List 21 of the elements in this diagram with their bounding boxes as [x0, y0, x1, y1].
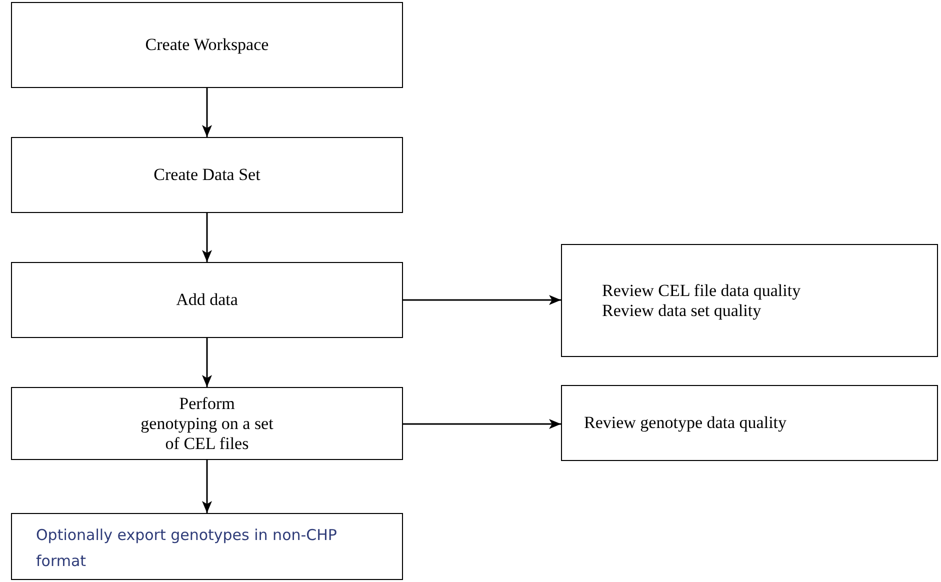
box-text: Add data: [176, 290, 238, 310]
arrow: [202, 88, 212, 137]
process-box: [11, 387, 403, 460]
box-text: Review genotype data quality: [584, 413, 787, 433]
process-box: [11, 2, 403, 88]
arrow: [202, 460, 212, 513]
process-box: [561, 244, 938, 357]
arrow: [202, 338, 212, 387]
box-text: Review CEL file data quality: [602, 280, 801, 300]
arrow: [202, 213, 212, 262]
box-text: Perform genotyping on a set of CEL files: [140, 394, 274, 454]
process-box: [561, 385, 938, 461]
box-text: Optionally export genotypes in non-CHP format: [36, 525, 338, 572]
arrow: [403, 419, 561, 429]
arrow: [403, 295, 561, 305]
box-text: Review data set quality: [602, 300, 762, 320]
process-box: [11, 513, 403, 580]
box-text: Create Workspace: [145, 35, 269, 55]
process-box: [11, 137, 403, 213]
box-text: Create Data Set: [154, 165, 260, 185]
process-box: [11, 262, 403, 338]
